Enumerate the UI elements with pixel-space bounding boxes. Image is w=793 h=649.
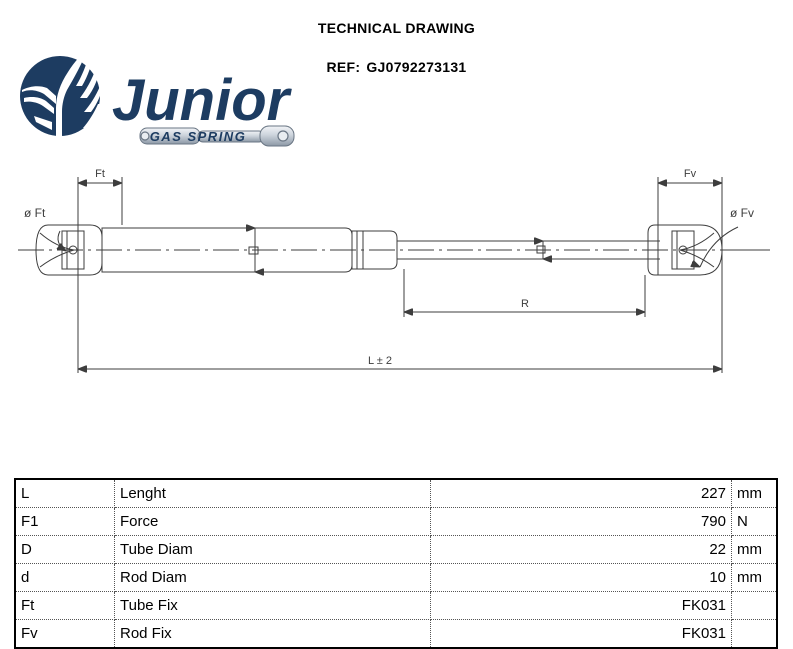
gas-spring-graphic-icon — [139, 125, 295, 147]
row-value: FK031 — [430, 619, 732, 648]
reference-label: REF: — [326, 59, 361, 75]
overall-length-dimension: L ± 2 — [77, 275, 722, 373]
row-name: Lenght — [114, 479, 431, 508]
technical-drawing: Ft ø Ft Fv ø Fv — [0, 155, 793, 405]
row-value: 227 — [430, 479, 732, 508]
row-symbol: F1 — [15, 507, 115, 536]
specification-table-body: L Lenght 227 mm F1 Force 790 N D Tube Di… — [15, 479, 777, 648]
row-unit: mm — [731, 535, 777, 564]
fv-diameter-label: ø Fv — [730, 206, 754, 220]
logo-brand-text: Junior — [112, 68, 293, 133]
junior-gas-spring-logo: Junior GAS SPRING — [12, 42, 312, 152]
row-value: 10 — [430, 563, 732, 592]
tube-diameter-dimension — [249, 228, 258, 272]
row-unit: mm — [731, 479, 777, 508]
row-unit: N — [731, 507, 777, 536]
table-row: D Tube Diam 22 mm — [15, 535, 777, 564]
row-name: Tube Diam — [114, 535, 431, 564]
row-name: Rod Diam — [114, 563, 431, 592]
row-name: Force — [114, 507, 431, 536]
table-row: Fv Rod Fix FK031 — [15, 619, 778, 649]
tube-end-fitting — [35, 224, 103, 276]
row-name: Rod Fix — [114, 619, 431, 648]
row-unit — [731, 591, 777, 620]
row-symbol: Fv — [15, 619, 115, 648]
row-value: 790 — [430, 507, 732, 536]
fv-diameter-callout: ø Fv — [700, 206, 768, 267]
specification-table: L Lenght 227 mm F1 Force 790 N D Tube Di… — [14, 478, 778, 649]
table-row: Ft Tube Fix FK031 — [15, 591, 777, 620]
stroke-dimension-label: R — [521, 298, 529, 310]
wing-emblem-icon — [20, 48, 103, 140]
page-title: TECHNICAL DRAWING — [317, 20, 476, 36]
row-symbol: d — [15, 563, 115, 592]
reference-value: GJ0792273131 — [366, 59, 467, 75]
cylinder-tube — [101, 227, 398, 273]
ft-diameter-callout: ø Ft — [24, 206, 66, 251]
row-name: Tube Fix — [114, 591, 431, 620]
table-row: d Rod Diam 10 mm — [15, 563, 777, 592]
ft-dimension-label: Ft — [95, 168, 105, 180]
row-value: FK031 — [430, 591, 732, 620]
row-unit — [732, 620, 778, 649]
row-unit: mm — [731, 563, 777, 592]
fv-dimension-label: Fv — [684, 168, 697, 180]
overall-length-label: L ± 2 — [368, 355, 392, 367]
stroke-dimension: R — [403, 269, 646, 317]
reference-line: REF: GJ0792273131 — [0, 59, 793, 75]
row-symbol: L — [15, 479, 115, 508]
rod-diameter-dimension — [537, 241, 545, 259]
table-row: F1 Force 790 N — [15, 507, 777, 536]
piston-rod — [397, 240, 660, 260]
rod-end-fitting — [647, 224, 723, 276]
ft-diameter-label: ø Ft — [24, 206, 46, 220]
row-value: 22 — [430, 535, 732, 564]
fv-dimension: Fv — [657, 168, 723, 373]
ft-dimension: Ft — [77, 168, 123, 275]
row-symbol: D — [15, 535, 115, 564]
logo-tagline-text: GAS SPRING — [150, 129, 247, 144]
row-symbol: Ft — [15, 591, 115, 620]
table-row: L Lenght 227 mm — [15, 479, 777, 508]
